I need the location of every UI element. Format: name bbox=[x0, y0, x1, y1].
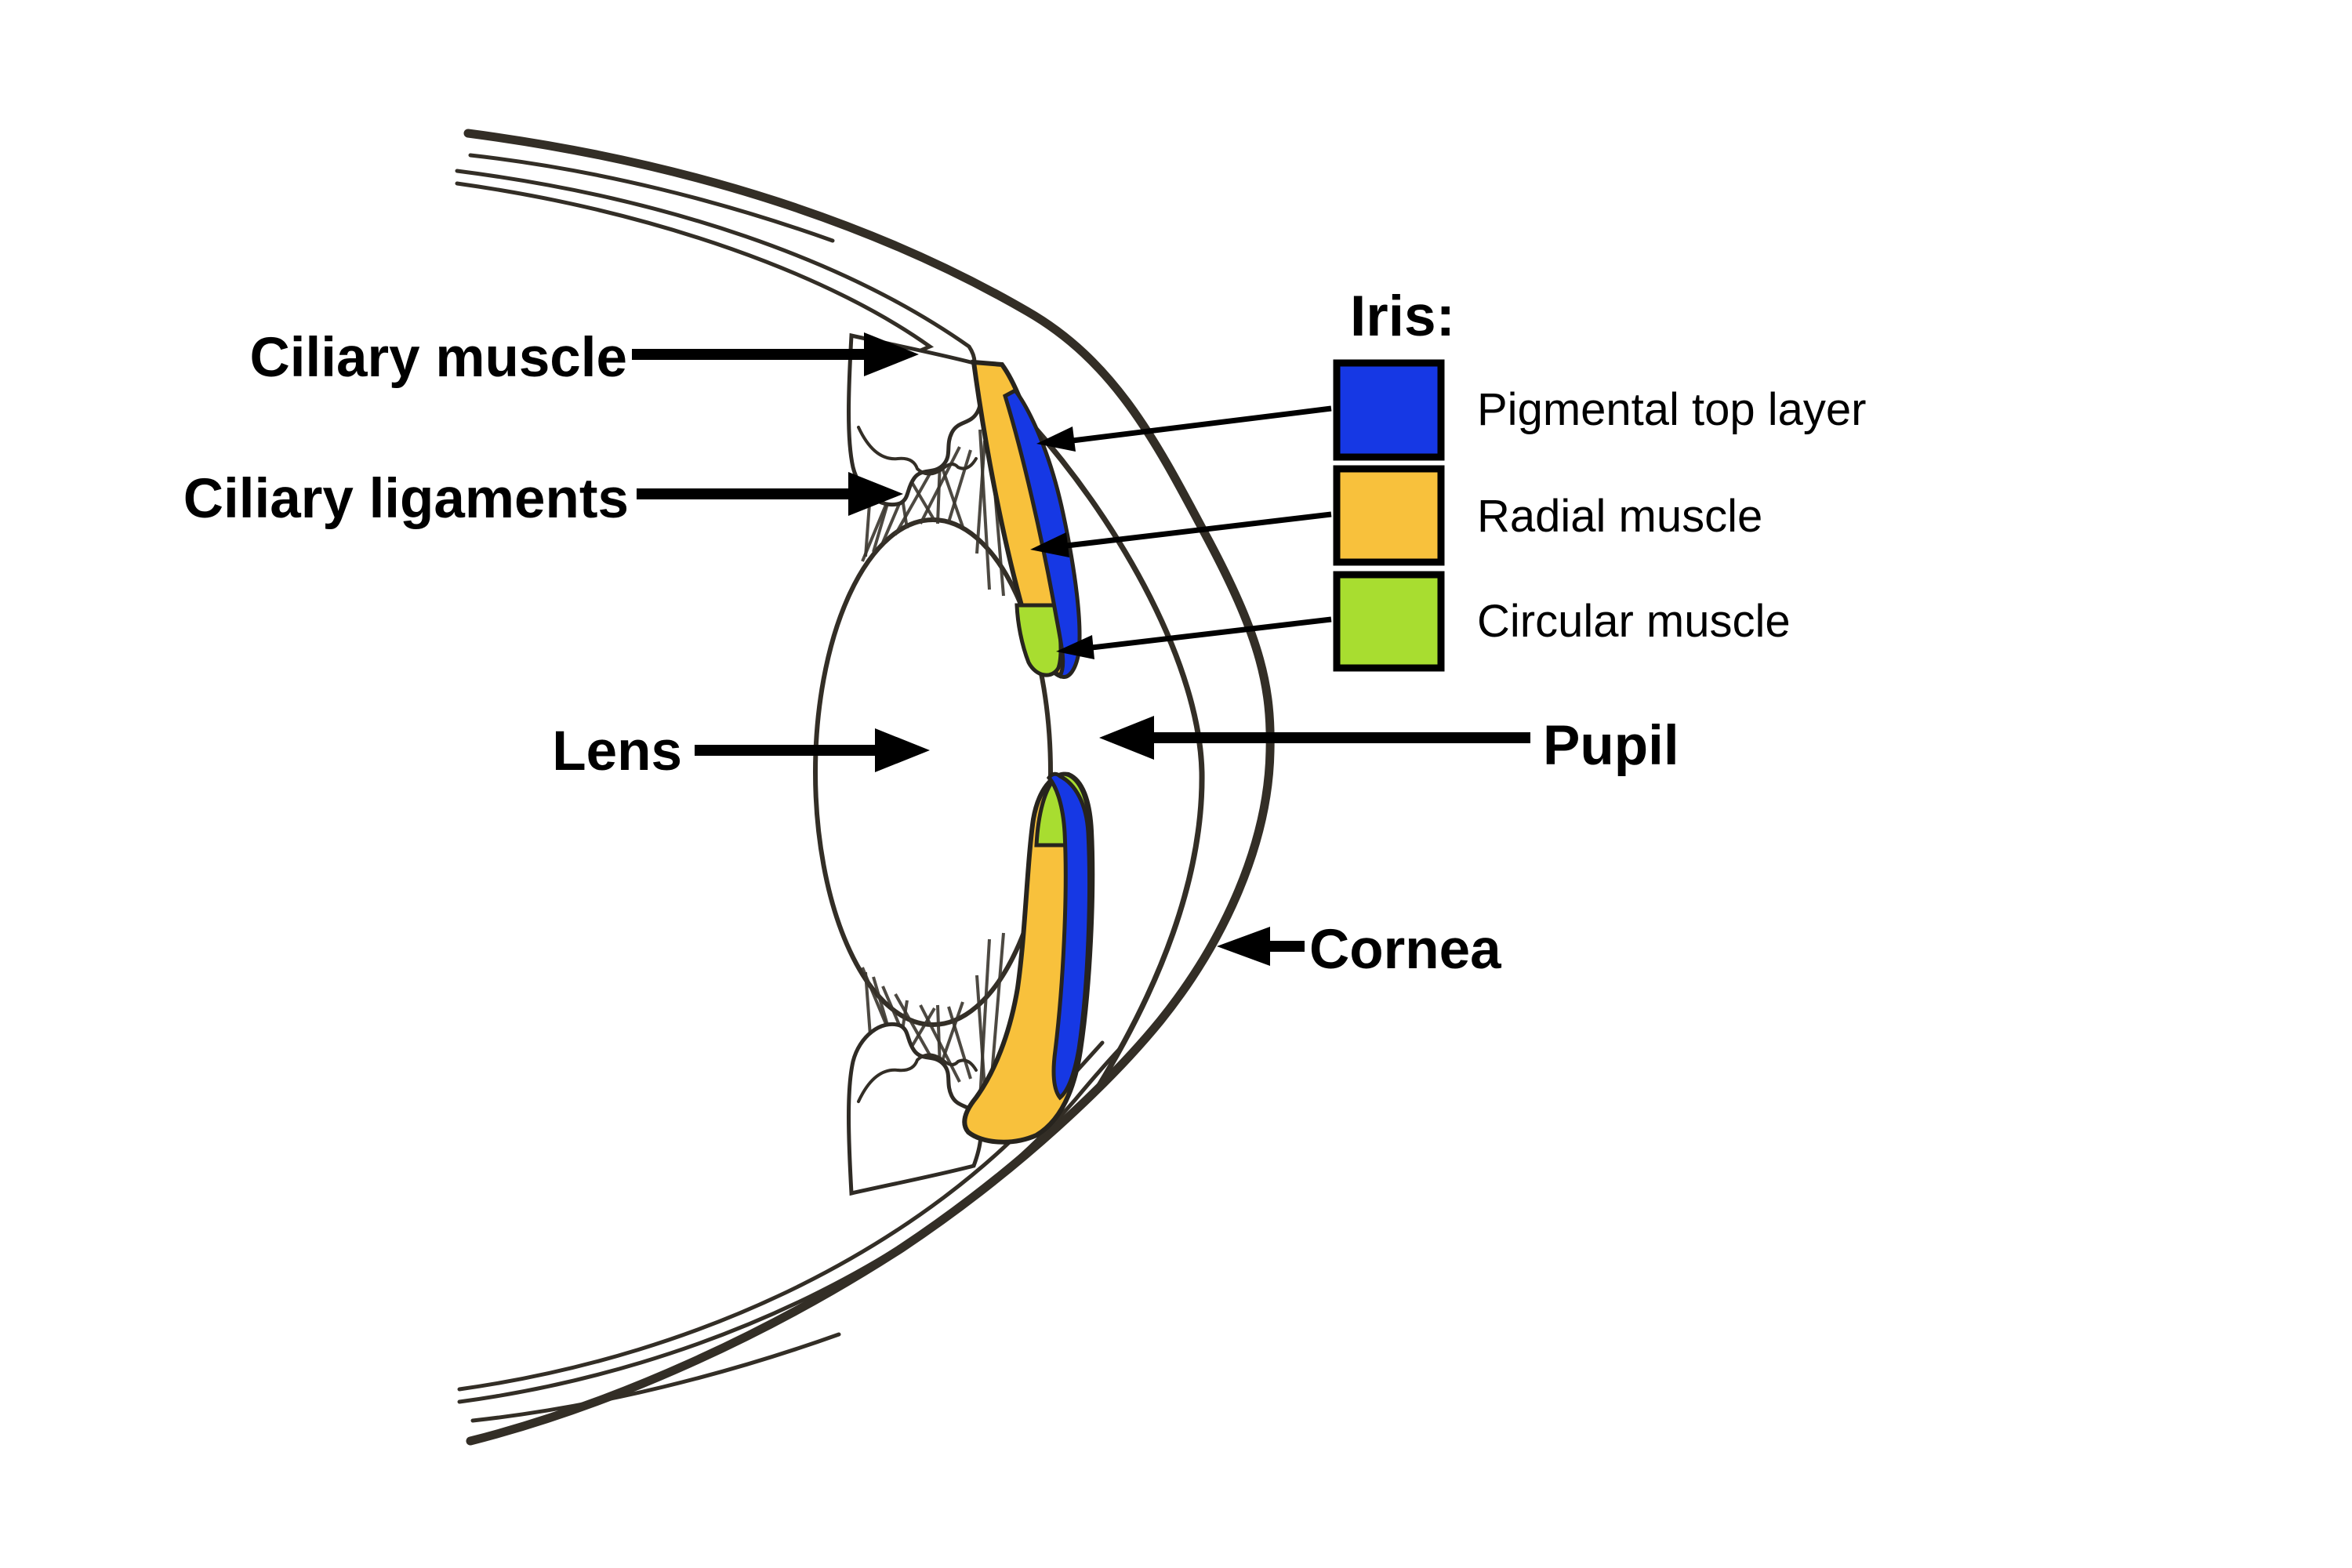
radial-label: Radial muscle bbox=[1477, 491, 1762, 542]
circular-swatch bbox=[1333, 571, 1445, 672]
iris-pigmental-layer-lower bbox=[1046, 771, 1091, 1101]
label-arrows bbox=[632, 332, 1530, 966]
cornea-inner-outline bbox=[1028, 420, 1205, 1096]
radial-swatch bbox=[1333, 465, 1445, 566]
iris-legend: Iris: Pigmental top layer Radial muscle … bbox=[1333, 285, 1866, 672]
ciliary-processes-upper bbox=[857, 426, 978, 476]
ciliary-muscle-arrowhead bbox=[864, 332, 919, 376]
pupil-label: Pupil bbox=[1543, 715, 1679, 777]
sclera-tip-line-top bbox=[468, 153, 835, 243]
sclera-inner-line-top-1 bbox=[455, 169, 977, 365]
pupil-arrowhead bbox=[1099, 716, 1154, 760]
circular-label: Circular muscle bbox=[1477, 596, 1791, 647]
circular-leader-line bbox=[1084, 616, 1332, 652]
radial-leader-line bbox=[1059, 511, 1332, 550]
ciliary-muscle-lower bbox=[847, 1022, 983, 1196]
pigmental-leader-line bbox=[1065, 405, 1332, 445]
pigmental-leader-arrowhead bbox=[1036, 426, 1076, 452]
radial-leader-arrowhead bbox=[1030, 532, 1069, 557]
lens-arrowhead bbox=[875, 728, 930, 772]
eye-drawing bbox=[455, 129, 1275, 1446]
lens-label: Lens bbox=[552, 720, 682, 782]
cornea-label: Cornea bbox=[1309, 919, 1501, 981]
lens-shape bbox=[813, 517, 1053, 1027]
ciliary-ligaments-arrowhead bbox=[848, 472, 903, 516]
ciliary-processes-lower bbox=[857, 1053, 978, 1103]
legend-leader-lines bbox=[1030, 405, 1332, 659]
legend-title: Iris: bbox=[1350, 285, 1455, 348]
ciliary-muscle-label: Ciliary muscle bbox=[250, 327, 627, 389]
pigmental-label: Pigmental top layer bbox=[1477, 384, 1866, 435]
cornea-arrowhead bbox=[1217, 927, 1270, 966]
part-labels: Ciliary muscle Ciliary ligaments Lens Pu… bbox=[183, 327, 1679, 981]
sclera-cornea-outer-outline bbox=[463, 129, 1275, 1446]
sclera-inner-line-bottom-1 bbox=[457, 1047, 1122, 1404]
circular-leader-arrowhead bbox=[1056, 635, 1094, 659]
pigmental-swatch bbox=[1333, 359, 1445, 461]
iris-pigmental-layer-upper bbox=[1003, 387, 1082, 679]
ciliary-ligaments-label: Ciliary ligaments bbox=[183, 468, 629, 530]
sclera-tip-line-bottom bbox=[470, 1332, 841, 1423]
